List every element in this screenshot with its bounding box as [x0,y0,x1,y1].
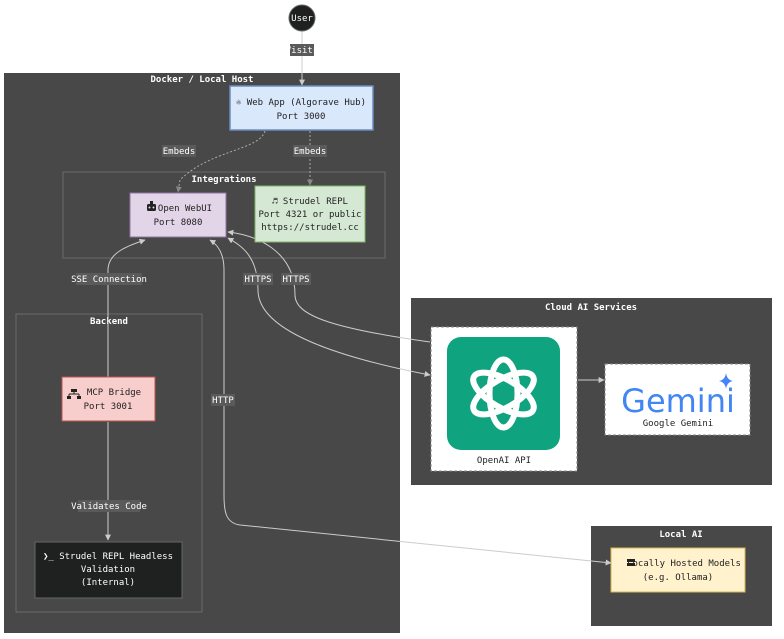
node-headless-line2: Validation [81,565,135,575]
node-mcp-bridge[interactable] [61,376,156,422]
group-backend-title: Backend [90,317,128,327]
edge-label-https-2: HTTPS [282,275,309,285]
node-strudel-line3: https://strudel.cc [261,223,359,233]
edge-http [209,239,612,566]
edge-embeds-openwebui [175,130,266,193]
edge-label-embeds-left: Embeds [163,147,196,157]
node-gemini-label: Google Gemini [643,419,713,429]
edge-label-http: HTTP [212,396,234,406]
node-openai-label: OpenAI API [477,456,531,466]
edge-sse [105,238,146,389]
node-user[interactable] [288,4,316,32]
node-webapp[interactable] [229,85,374,131]
node-headless-line3: (Internal) [81,578,135,588]
node-local-line1: Locally Hosted Models [627,559,741,569]
group-integrations-title: Integrations [191,174,256,185]
edge-label-embeds-right: Embeds [294,147,327,157]
node-strudel-line2: Port 4321 or public [259,210,362,220]
node-openwebui[interactable] [129,192,227,238]
node-user-label: User [291,14,313,24]
node-openwebui-line2: Port 8080 [154,218,203,228]
openai-knot-icon [470,356,537,431]
group-local-ai-title: Local AI [659,530,702,540]
openai-logo-icon [447,337,560,450]
node-headless[interactable] [34,541,183,599]
group-cloud-title: Cloud AI Services [545,302,637,313]
node-local-models[interactable] [610,547,746,593]
edge-label-visits: Visits [286,46,319,56]
node-strudel[interactable] [254,185,366,243]
node-headless-line1: ❯_ Strudel REPL Headless [43,552,173,562]
node-openwebui-line1: Open WebUI [158,204,212,214]
edge-label-sse: SSE Connection [71,275,147,285]
robot-icon [147,201,156,211]
network-icon [67,389,81,399]
gemini-logo-icon: Gemini [621,382,735,420]
node-local-line2: (e.g. Ollama) [643,573,713,583]
node-strudel-line1: ♬ Strudel REPL [272,197,348,207]
edge-label-validates: Validates Code [71,502,147,512]
node-webapp-line2: Port 3000 [277,112,326,122]
edge-label-https-1: HTTPS [244,275,271,285]
node-webapp-line1: ⚛ Web App (Algorave Hub) [236,98,366,108]
node-mcp-line1: MCP Bridge [87,388,141,398]
server-icon [627,559,635,566]
gemini-sparkle-icon [719,373,733,389]
node-mcp-line2: Port 3001 [84,402,133,412]
group-docker-title: Docker / Local Host [151,75,254,85]
